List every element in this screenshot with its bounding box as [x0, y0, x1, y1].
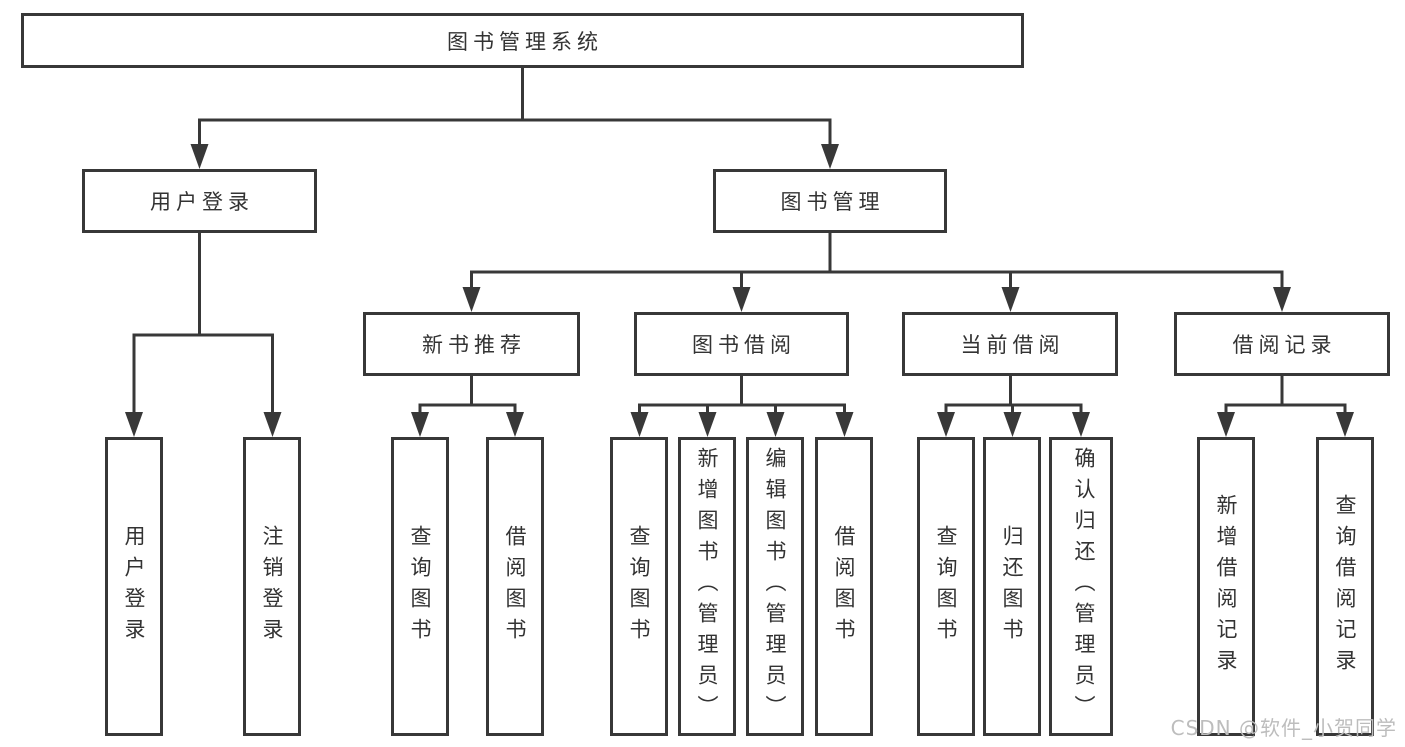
leaf-borrow-query-books: 查询图书: [610, 437, 668, 736]
leaf-borrow-add-books-admin: 新增图书（管理员）: [678, 437, 736, 736]
node-borrowing-records: 借阅记录: [1174, 312, 1390, 376]
leaf-recommend-borrow-books: 借阅图书: [486, 437, 544, 736]
leaf-records-add-borrow-record: 新增借阅记录: [1197, 437, 1255, 736]
node-book-borrowing: 图书借阅: [634, 312, 849, 376]
node-current-borrowing: 当前借阅: [902, 312, 1118, 376]
node-book-management: 图书管理: [713, 169, 947, 233]
leaf-borrow-borrow-books: 借阅图书: [815, 437, 873, 736]
leaf-recommend-query-books: 查询图书: [391, 437, 449, 736]
leaf-current-return-books: 归还图书: [983, 437, 1041, 736]
node-library-management-system: 图书管理系统: [21, 13, 1024, 68]
node-new-book-recommendation: 新书推荐: [363, 312, 580, 376]
leaf-current-query-books: 查询图书: [917, 437, 975, 736]
node-user-login: 用户登录: [82, 169, 317, 233]
leaf-login-logout: 注销登录: [243, 437, 301, 736]
leaf-records-query-borrow-record: 查询借阅记录: [1316, 437, 1374, 736]
watermark: CSDN @软件_小贺同学: [1170, 716, 1397, 740]
leaf-borrow-edit-books-admin: 编辑图书（管理员）: [746, 437, 804, 736]
leaf-current-confirm-return-admin: 确认归还（管理员）: [1049, 437, 1113, 736]
leaf-login-user-login: 用户登录: [105, 437, 163, 736]
